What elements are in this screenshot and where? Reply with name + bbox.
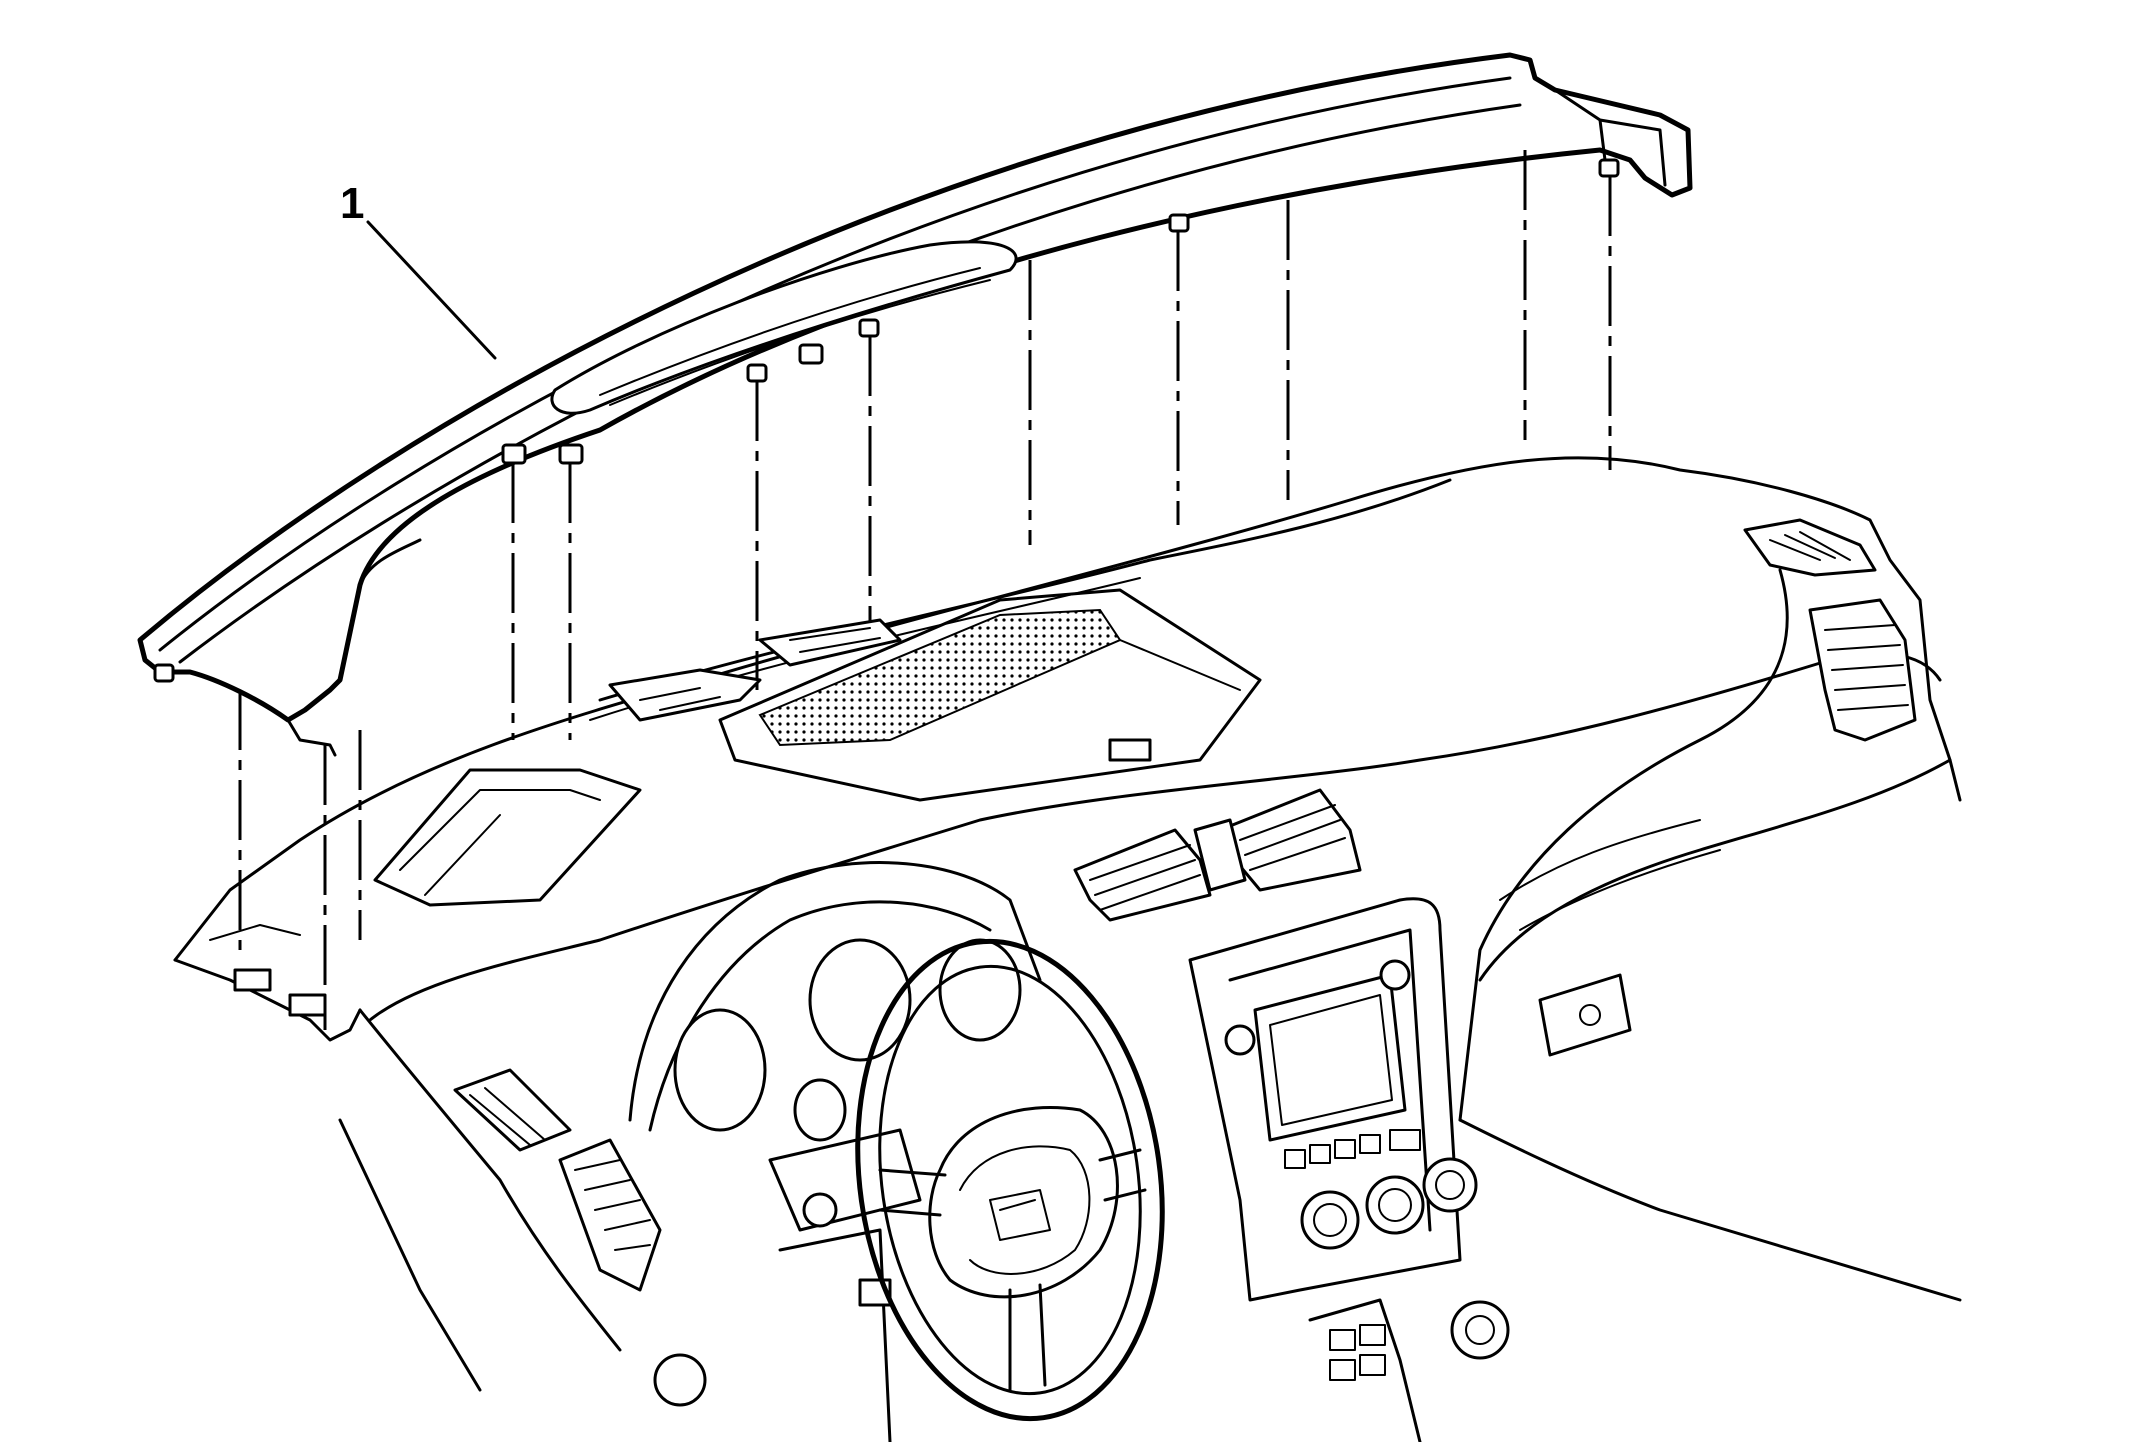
upper-trim-panel bbox=[137, 52, 1693, 757]
callout-1: 1 bbox=[340, 179, 497, 360]
steering-wheel bbox=[855, 938, 1165, 1422]
instrument-panel bbox=[173, 456, 1962, 1442]
callout-label: 1 bbox=[340, 179, 364, 228]
alignment-lines bbox=[238, 150, 1612, 1030]
